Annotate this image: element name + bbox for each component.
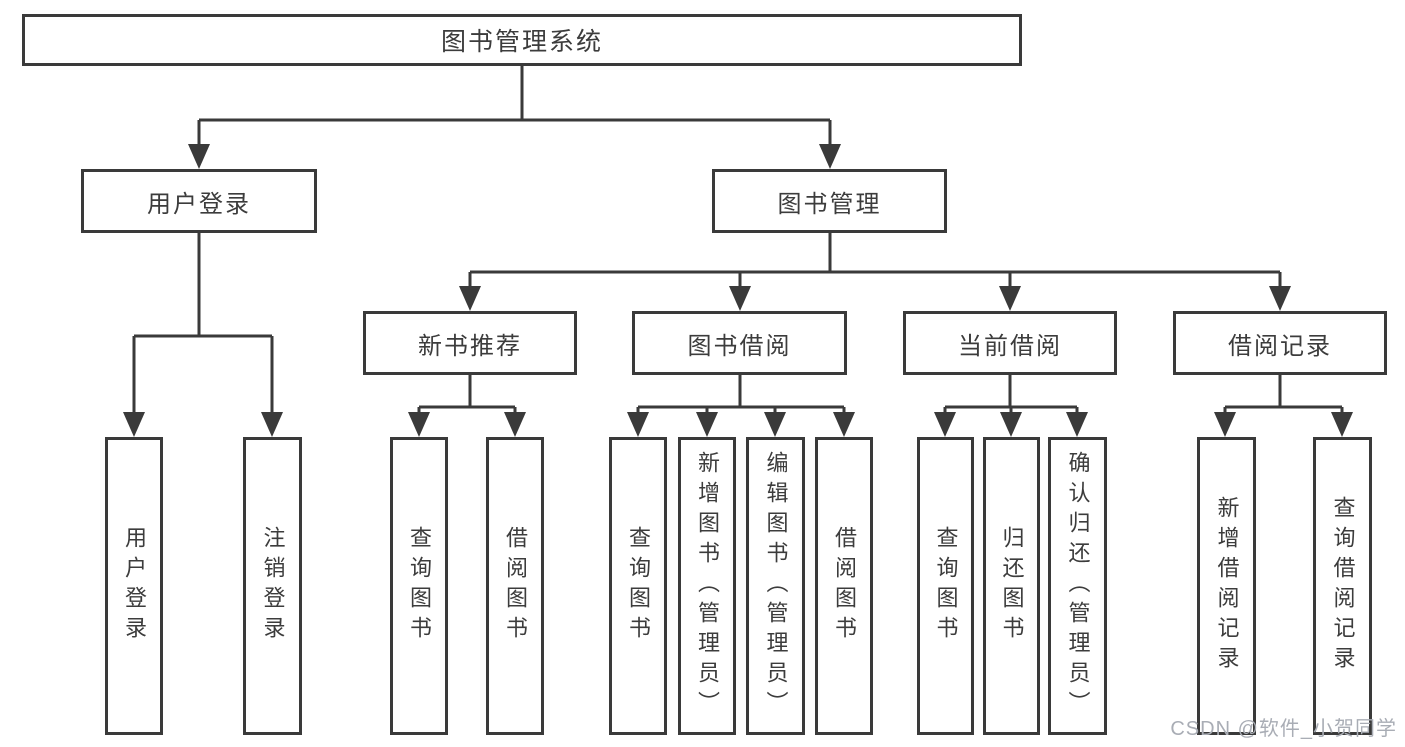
leaf-borrow-books: 借阅图书 (815, 437, 873, 735)
node-label: 用户登录 (147, 190, 251, 218)
node-borrowing-records: 借阅记录 (1173, 311, 1387, 375)
node-new-book-recommend: 新书推荐 (363, 311, 577, 375)
leaf-label: 查询图书 (933, 526, 959, 646)
leaf-add-books-admin: 新增图书（管理员） (678, 437, 736, 735)
node-label: 图书借阅 (687, 332, 792, 360)
node-user-login: 用户登录 (81, 169, 317, 233)
connector-book-borrowing-children (627, 375, 855, 437)
leaf-return-books: 归还图书 (983, 437, 1040, 735)
leaf-label: 编辑图书（管理员） (763, 451, 789, 721)
node-label: 借阅记录 (1228, 332, 1332, 360)
node-label: 图书管理系统 (440, 28, 603, 56)
leaf-query-borrow-record: 查询借阅记录 (1313, 437, 1372, 735)
leaf-query-books-current: 查询图书 (917, 437, 974, 735)
leaf-label: 借阅图书 (832, 526, 857, 646)
leaf-logout: 注销登录 (243, 437, 302, 735)
csdn-watermark: CSDN @软件_小贺同学 (1170, 718, 1397, 740)
leaf-add-borrow-record: 新增借阅记录 (1197, 437, 1256, 735)
leaf-label: 注销登录 (260, 526, 286, 646)
connector-new-book-recommend-children (408, 375, 526, 437)
leaf-label: 新增借阅记录 (1214, 496, 1240, 676)
connector-borrowing-records-children (1214, 375, 1353, 437)
leaf-label: 查询借阅记录 (1330, 496, 1356, 676)
node-label: 当前借阅 (958, 332, 1062, 360)
node-book-borrowing: 图书借阅 (632, 311, 847, 375)
leaf-user-login: 用户登录 (105, 437, 163, 735)
leaf-query-books-recommend: 查询图书 (390, 437, 448, 735)
leaf-label: 用户登录 (122, 526, 147, 646)
leaf-label: 查询图书 (626, 526, 651, 646)
leaf-label: 借阅图书 (503, 526, 528, 646)
node-label: 新书推荐 (418, 332, 522, 360)
leaf-borrow-books-recommend: 借阅图书 (486, 437, 544, 735)
leaf-edit-books-admin: 编辑图书（管理员） (746, 437, 805, 735)
leaf-label: 新增图书（管理员） (695, 451, 720, 721)
leaf-label: 归还图书 (999, 526, 1025, 646)
node-book-management: 图书管理 (712, 169, 947, 233)
leaf-label: 确认归还（管理员） (1065, 451, 1091, 721)
node-current-borrowing: 当前借阅 (903, 311, 1117, 375)
connector-root-to-level2 (188, 66, 841, 169)
node-label: 图书管理 (777, 190, 882, 218)
node-library-management-system: 图书管理系统 (22, 14, 1022, 66)
connector-current-borrowing-children (934, 375, 1088, 437)
leaf-confirm-return-admin: 确认归还（管理员） (1048, 437, 1107, 735)
leaf-label: 查询图书 (407, 526, 432, 646)
leaf-query-books-borrow: 查询图书 (609, 437, 667, 735)
connector-user-login-children (123, 233, 283, 437)
connector-book-management-children (459, 233, 1291, 311)
